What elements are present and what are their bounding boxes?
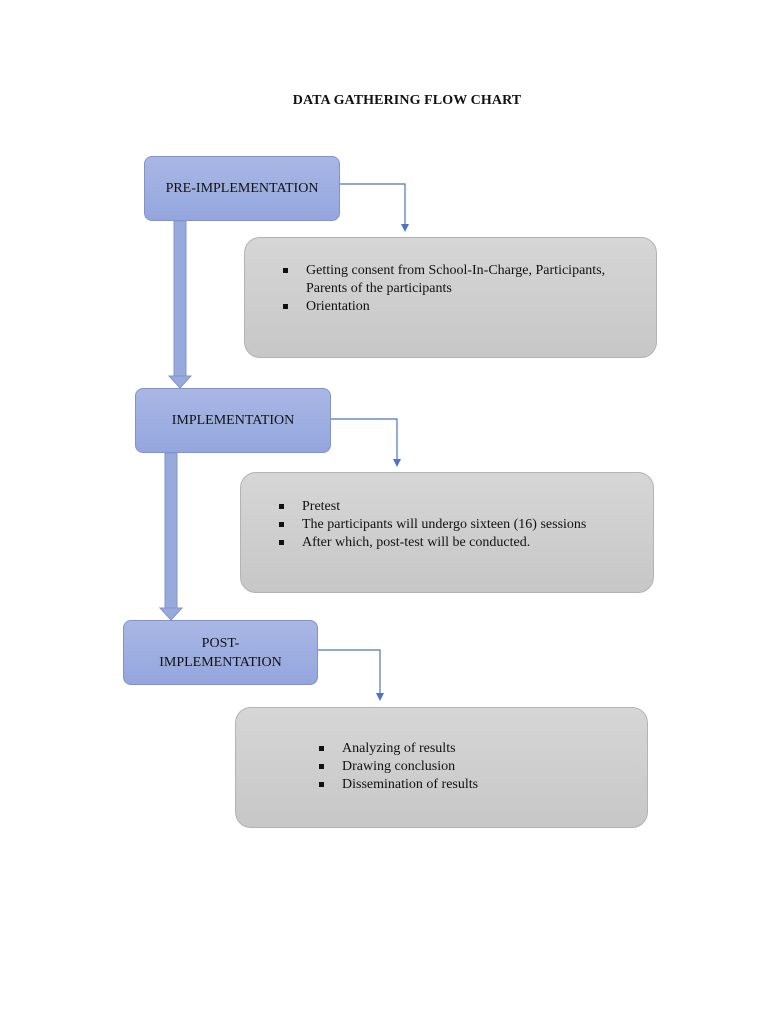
detail-connector-3 (318, 649, 384, 701)
detail-box-post-implementation: Analyzing of results Drawing conclusion … (235, 707, 648, 828)
stage-box-implementation: IMPLEMENTATION (135, 388, 331, 453)
list-item: Pretest (277, 498, 633, 516)
detail-connector-2 (331, 418, 401, 467)
stage-label-line-1: POST- (201, 635, 240, 651)
list-item: Drawing conclusion (317, 758, 627, 776)
detail-connector-1 (340, 183, 409, 232)
list-item: Orientation (281, 298, 636, 316)
stage-box-pre-implementation: PRE-IMPLEMENTATION (144, 156, 340, 221)
list-item: The participants will undergo sixteen (1… (277, 516, 633, 534)
stage-label-line-2: IMPLEMENTATION (159, 654, 282, 670)
list-item: Getting consent from School-In-Charge, P… (281, 262, 636, 298)
detail-box-pre-implementation: Getting consent from School-In-Charge, P… (244, 237, 657, 358)
chart-title: DATA GATHERING FLOW CHART (292, 93, 522, 108)
stage-arrow-2-to-3 (158, 452, 184, 621)
detail-box-implementation: Pretest The participants will undergo si… (240, 472, 654, 593)
stage-label: IMPLEMENTATION (171, 413, 295, 428)
stage-label: PRE-IMPLEMENTATION (165, 181, 319, 196)
list-item: Analyzing of results (317, 740, 627, 758)
stage-arrow-1-to-2 (167, 220, 193, 389)
stage-box-post-implementation: POST- IMPLEMENTATION (123, 620, 318, 685)
list-item: Dissemination of results (317, 776, 627, 794)
list-item: After which, post-test will be conducted… (277, 534, 633, 552)
